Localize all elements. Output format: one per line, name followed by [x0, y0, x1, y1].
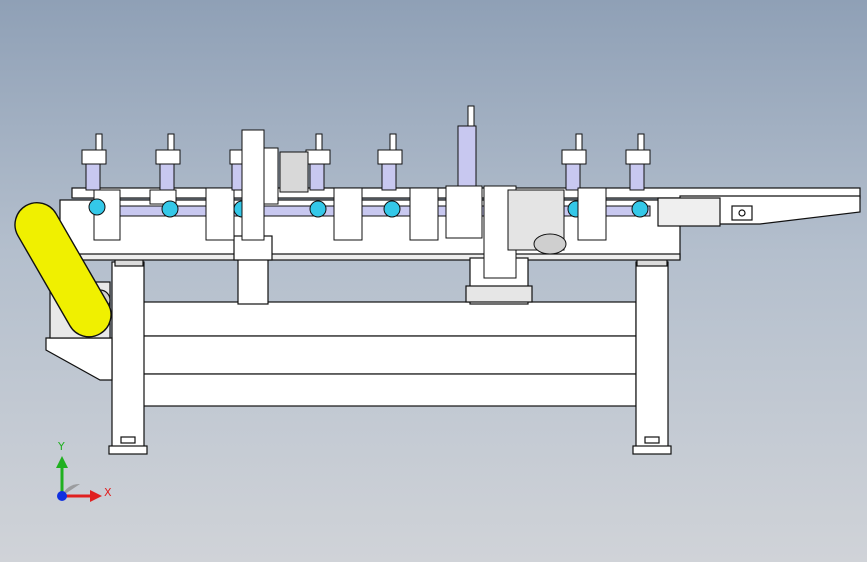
left-leg-foot — [108, 445, 148, 455]
y-axis-label: Y — [58, 440, 65, 453]
frame-beam-top — [142, 301, 637, 337]
x-axis-label: X — [104, 486, 112, 499]
actuator-group — [81, 105, 651, 279]
triad-graphic — [56, 456, 102, 502]
frame-beam-mid — [142, 335, 637, 375]
frame-beam-bottom — [142, 373, 637, 407]
motor-bracket — [45, 337, 113, 381]
axis-triad: Y X — [40, 436, 120, 516]
left-leg — [111, 261, 145, 453]
right-leg — [635, 261, 669, 453]
slide-rail — [99, 205, 651, 217]
right-leg-foot — [632, 445, 672, 455]
yellow-belt — [14, 201, 112, 338]
